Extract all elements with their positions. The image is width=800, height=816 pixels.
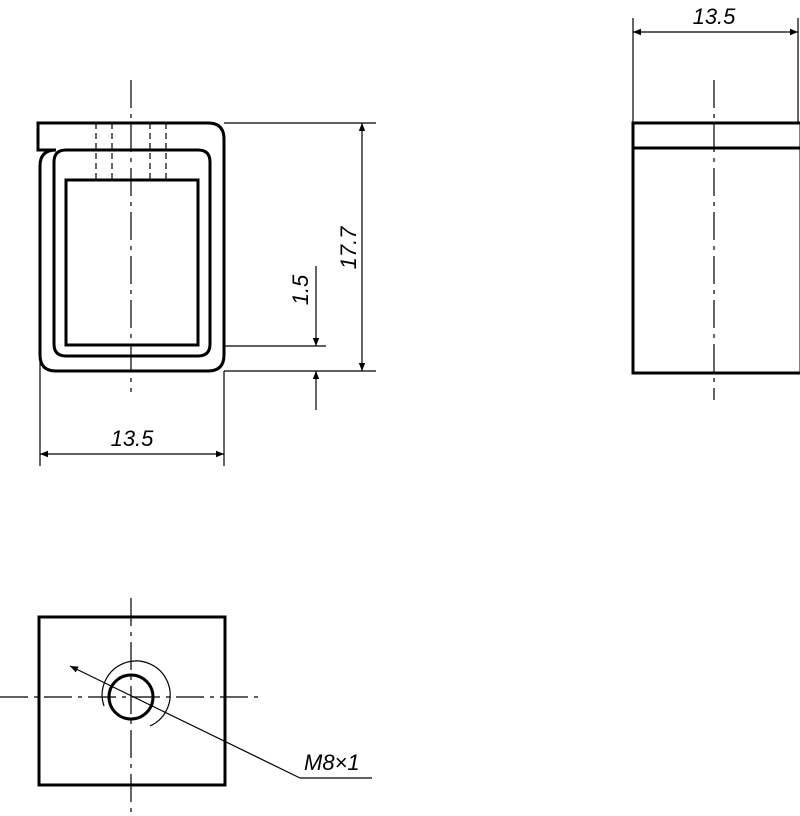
thread-leader — [69, 665, 301, 779]
top-view: M8×1 — [0, 598, 372, 816]
thread-hole-inner — [107, 673, 155, 721]
front-view-inner-block — [64, 178, 200, 347]
thread-label: M8×1 — [304, 750, 360, 775]
front-view-top-plate — [36, 121, 226, 373]
dim-width-label: 13.5 — [111, 426, 155, 451]
dim-thickness-label: 1.5 — [288, 274, 313, 305]
top-view-outline — [37, 615, 227, 787]
thread-hole-major-arc — [101, 660, 171, 727]
front-view-inner-bend — [52, 148, 212, 358]
side-view-outline — [631, 121, 800, 375]
dim-height-label: 17.7 — [336, 226, 361, 270]
side-view: 13.5 — [631, 4, 800, 400]
side-dim-width-label: 13.5 — [693, 4, 737, 29]
front-view — [36, 80, 226, 392]
front-view-dimensions: 17.7 1.5 13.5 — [39, 122, 376, 466]
